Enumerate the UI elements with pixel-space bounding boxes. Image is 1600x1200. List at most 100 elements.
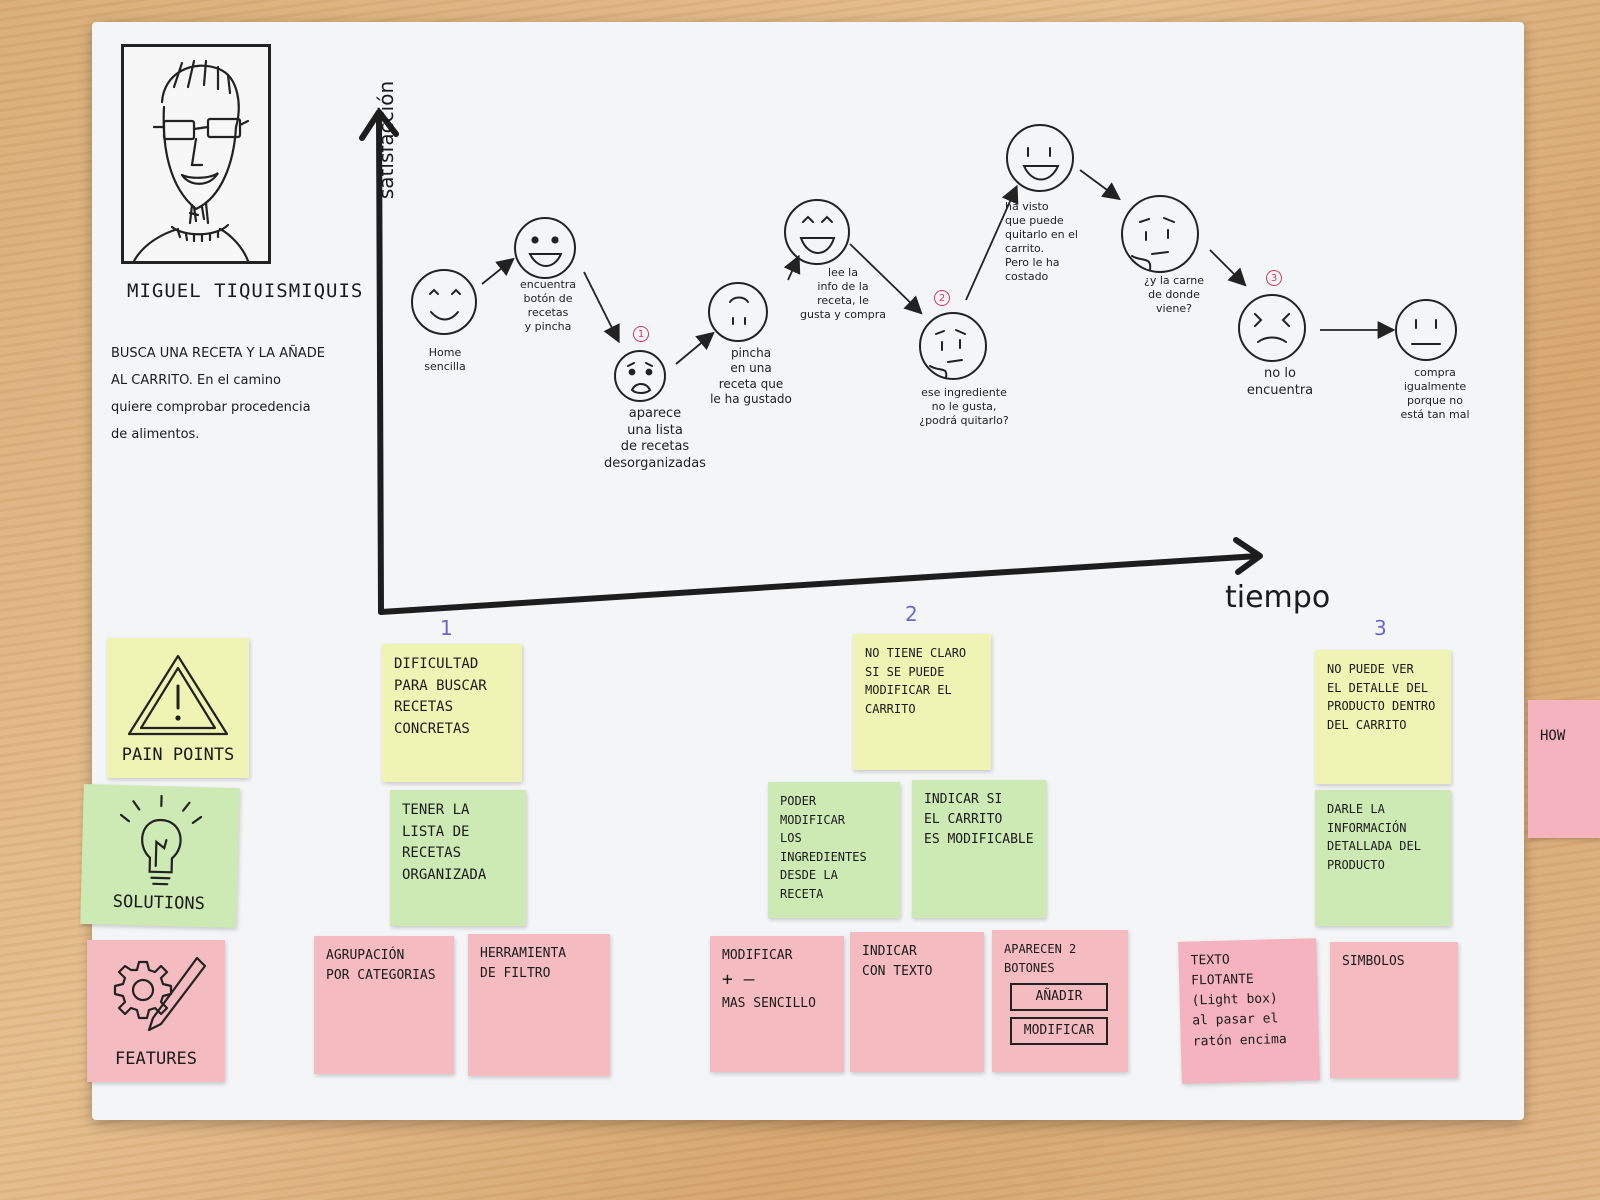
caption-line: Home bbox=[428, 346, 462, 359]
caption-line: está tan mal bbox=[1400, 408, 1470, 422]
face-doubtful-icon bbox=[1121, 195, 1199, 273]
note-line: BOTONES bbox=[1004, 960, 1055, 975]
solution-note-2a: PODER MODIFICAR LOS INGREDIENTES DESDE L… bbox=[768, 782, 900, 918]
persona-name: MIGUEL TIQUISMIQUIS bbox=[127, 280, 364, 302]
caption-line: encuentra bbox=[519, 278, 577, 291]
solution-note-2b: INDICAR SI EL CARRITO ES MODIFICABLE bbox=[912, 780, 1046, 918]
caption-line: carrito. bbox=[1005, 242, 1045, 256]
step-caption-pincha: pincha en una receta que le ha gustado bbox=[706, 346, 796, 407]
step-caption-compra: compra igualmente porque no está tan mal bbox=[1380, 366, 1490, 422]
caption-line: una lista bbox=[627, 422, 683, 438]
journey-arrow bbox=[965, 184, 1019, 301]
note-line: MODIFICAR bbox=[722, 948, 793, 963]
caption-line: le ha gustado bbox=[710, 392, 792, 407]
feature-note-1a: AGRUPACIÓN POR CATEGORIAS bbox=[314, 936, 454, 1074]
feature-note-2a: MODIFICAR + — MAS SENCILLO bbox=[710, 936, 844, 1072]
face-grin-icon bbox=[514, 217, 576, 279]
face-thinking-icon bbox=[919, 312, 987, 380]
note-line: + — bbox=[722, 969, 755, 991]
warning-triangle-icon bbox=[127, 654, 229, 736]
step-caption-noencuentra: no lo encuentra bbox=[1240, 366, 1320, 399]
journey-arrow bbox=[481, 257, 515, 285]
note-line: PARA BUSCAR bbox=[394, 677, 487, 694]
face-laughing-icon bbox=[784, 199, 850, 265]
column-number-1: 1 bbox=[440, 616, 453, 640]
solution-note-3: DARLE LA INFORMACIÓN DETALLADA DEL PRODU… bbox=[1315, 790, 1451, 926]
step-caption-home: Home sencilla bbox=[410, 346, 480, 374]
caption-line: recetas bbox=[527, 306, 569, 320]
note-line: LOS INGREDIENTES bbox=[780, 831, 867, 864]
note-line: MODIFICAR EL bbox=[865, 683, 952, 698]
caption-line: ese ingrediente bbox=[921, 386, 1007, 399]
note-line: DIFICULTAD bbox=[394, 656, 479, 672]
note-line: HERRAMIENTA bbox=[480, 946, 567, 961]
caption-line: ¿podrá quitarlo? bbox=[919, 414, 1009, 428]
note-line: ORGANIZADA bbox=[402, 867, 487, 884]
axes bbox=[359, 109, 1263, 615]
step-caption-havisto: ha visto que puede quitarlo en el carrit… bbox=[1005, 200, 1105, 284]
pain-point-note-2: NO TIENE CLARO SI SE PUEDE MODIFICAR EL … bbox=[853, 634, 991, 770]
note-line: RECETA bbox=[780, 886, 824, 901]
feature-note-3b: SIMBOLOS bbox=[1330, 942, 1458, 1078]
caption-line: en una bbox=[730, 361, 772, 376]
face-calm-icon bbox=[708, 282, 768, 342]
persona-description: BUSCA UNA RECETA Y LA AÑADE AL CARRITO. … bbox=[111, 340, 325, 448]
caption-line: pincha bbox=[730, 346, 772, 360]
legend-pain-points: PAIN POINTS bbox=[107, 638, 249, 778]
sketch-modify-button: MODIFICAR bbox=[1010, 1017, 1108, 1046]
note-line: SI SE PUEDE bbox=[865, 664, 945, 679]
y-axis-line bbox=[376, 115, 384, 615]
note-line: PRODUCTO bbox=[1327, 857, 1385, 872]
note-line: RECETAS bbox=[402, 845, 462, 862]
column-number-2: 2 bbox=[905, 602, 918, 626]
persona-description-line: AL CARRITO. En el camino bbox=[111, 373, 281, 388]
face-big-smile-icon bbox=[1006, 124, 1074, 192]
note-line: DETALLADA DEL bbox=[1327, 839, 1421, 854]
lightbulb-icon bbox=[119, 794, 203, 886]
note-line: AGRUPACIÓN bbox=[326, 948, 405, 963]
note-line: DEL CARRITO bbox=[1327, 717, 1407, 732]
solution-note-1: TENER LA LISTA DE RECETAS ORGANIZADA bbox=[390, 790, 526, 926]
note-line: ratón encima bbox=[1192, 1031, 1287, 1050]
note-line: DARLE LA bbox=[1327, 802, 1385, 816]
step-caption-ingrediente: ese ingrediente no le gusta, ¿podrá quit… bbox=[904, 386, 1024, 428]
note-line: PODER MODIFICAR bbox=[780, 794, 846, 827]
caption-line: y pincha bbox=[524, 320, 572, 334]
caption-line: botón de bbox=[523, 292, 573, 306]
feature-note-3a: TEXTO FLOTANTE (Light box) al pasar el r… bbox=[1178, 938, 1320, 1084]
caption-line: igualmente bbox=[1403, 380, 1467, 394]
caption-line: desorganizadas bbox=[604, 455, 706, 471]
caption-line: ha visto bbox=[1005, 200, 1049, 213]
journey-arrow bbox=[1079, 169, 1121, 201]
caption-line: aparece bbox=[628, 406, 682, 421]
face-smile-icon bbox=[411, 269, 477, 335]
journey-arrow bbox=[583, 271, 620, 344]
note-line: CON TEXTO bbox=[862, 964, 933, 980]
caption-line: gusta y compra bbox=[800, 308, 886, 322]
journey-arrow bbox=[1209, 249, 1247, 287]
step-caption-carne: ¿y la carne de donde viene? bbox=[1124, 274, 1224, 316]
caption-line: de donde bbox=[1148, 288, 1200, 302]
step-caption-aparece: aparece una lista de recetas desorganiza… bbox=[600, 406, 710, 473]
pain-point-note-3: NO PUEDE VER EL DETALLE DEL PRODUCTO DEN… bbox=[1315, 650, 1451, 784]
persona-description-line: de alimentos. bbox=[111, 427, 200, 442]
step-caption-lee: lee la info de la receta, le gusta y com… bbox=[788, 266, 898, 322]
note-line: ES MODIFICABLE bbox=[924, 832, 1034, 848]
note-line: EL CARRITO bbox=[924, 812, 1003, 828]
face-upset-icon bbox=[1238, 294, 1306, 362]
note-line: DESDE LA bbox=[780, 868, 838, 883]
caption-line: ¿y la carne bbox=[1144, 274, 1204, 287]
caption-line: que puede bbox=[1005, 214, 1064, 228]
note-line: PRODUCTO DENTRO bbox=[1327, 699, 1436, 714]
y-axis-label: satisfacción bbox=[374, 80, 399, 200]
caption-line: compra bbox=[1414, 366, 1456, 379]
x-axis-arrowhead bbox=[1233, 537, 1263, 575]
feature-note-1b: HERRAMIENTA DE FILTRO bbox=[468, 934, 610, 1076]
caption-line: quitarlo en el bbox=[1005, 228, 1078, 242]
caption-line: info de la bbox=[817, 280, 869, 294]
note-line: POR CATEGORIAS bbox=[326, 968, 436, 984]
note-line: MAS SENCILLO bbox=[722, 996, 816, 1012]
pain-badge-2: 2 bbox=[934, 290, 950, 306]
legend-solutions: SOLUTIONS bbox=[80, 783, 240, 929]
